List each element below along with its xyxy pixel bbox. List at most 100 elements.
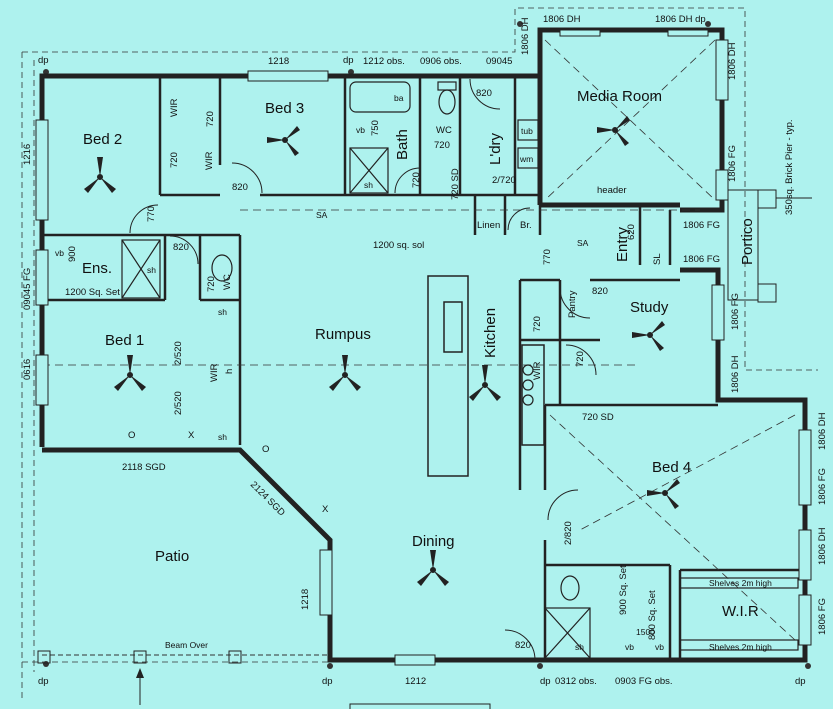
label-window-09045fg: 09045 FG — [22, 268, 33, 310]
room-bath: Bath — [394, 129, 411, 160]
label-sh-ens: sh — [147, 265, 156, 275]
label-door-720-bath: 720 — [411, 172, 422, 188]
label-dp-5: dp — [540, 676, 551, 687]
room-ensuite: Ens. — [82, 260, 112, 277]
label-sh-bed1-top: sh — [218, 307, 227, 317]
label-window-1806fg-a: 1806 FG — [683, 220, 720, 231]
label-o-1: O — [128, 430, 135, 441]
bathtub-icon — [349, 81, 411, 113]
pier-markers — [43, 21, 811, 669]
room-bed1: Bed 1 — [105, 332, 144, 349]
label-window-1806dh-study: 1806 DH — [730, 355, 741, 393]
label-2118-sgd: 2118 SGD — [122, 462, 166, 473]
room-labels: Bed 2 Bed 3 Bath L'dry Media Room Ens. B… — [82, 88, 759, 620]
label-door-720-study: 720 — [575, 351, 586, 367]
wm-box-icon — [517, 147, 539, 169]
room-study: Study — [630, 299, 669, 316]
label-dp-1: dp — [38, 55, 49, 66]
fixtures — [121, 81, 799, 659]
label-1200-sq-sol: 1200 sq. sol — [373, 240, 424, 251]
portico-structure — [727, 189, 812, 303]
annotations: dp dp dp dp dp dp 1806 DH 1806 DH dp 121… — [22, 14, 828, 687]
label-vb-bath: vb — [356, 125, 365, 135]
fan-icon — [114, 355, 146, 391]
room-bed4: Bed 4 — [652, 459, 691, 476]
label-wir-study: WIR — [532, 361, 543, 380]
label-window-1806dh-right: 1806 DH — [727, 42, 738, 80]
label-900: 900 — [67, 246, 78, 262]
patio-beam — [37, 650, 491, 709]
label-1218-dining: 1218 — [300, 589, 311, 610]
label-linen: Linen — [477, 220, 500, 231]
label-2-720: 2/720 — [492, 175, 516, 186]
label-door-720-b: 720 — [169, 152, 180, 168]
fan-icon — [417, 550, 449, 586]
label-vb-lower-2: vb — [655, 642, 664, 652]
label-shelves-top: Shelves 2m high — [709, 578, 772, 588]
label-window-1806fg-study: 1806 FG — [730, 293, 741, 330]
label-shelves-bottom: Shelves 2m high — [709, 642, 772, 652]
room-media: Media Room — [577, 88, 662, 105]
label-dp-4: dp — [322, 676, 333, 687]
label-door-770-entry: 770 — [542, 249, 553, 265]
fan-icon — [329, 355, 361, 391]
room-kitchen: Kitchen — [482, 308, 499, 358]
label-x-2: X — [322, 504, 329, 515]
label-window-0312obs: 0312 obs. — [555, 676, 597, 687]
label-1500: 1500 — [636, 627, 655, 637]
label-wc-ens: WC — [222, 274, 233, 290]
label-door-720-pantry: 720 — [532, 316, 543, 332]
room-entry: Entry — [614, 226, 631, 262]
label-door-820-ldry: 820 — [476, 88, 492, 99]
kitchen-island — [427, 275, 545, 477]
label-dp-3: dp — [38, 676, 49, 687]
room-portico: Portico — [739, 218, 756, 265]
label-750: 750 — [370, 120, 381, 136]
door-swings — [129, 78, 597, 661]
fan-icon — [469, 365, 501, 401]
label-sl: SL — [652, 253, 663, 265]
label-2-520-b: 2/520 — [173, 391, 184, 415]
room-rumpus: Rumpus — [315, 326, 371, 343]
label-window-1212obs: 1212 obs. — [363, 56, 405, 67]
label-sa-1: SA — [316, 210, 328, 220]
room-dining: Dining — [412, 533, 455, 550]
label-dp-6: dp — [795, 676, 806, 687]
label-window-1806dh-bed4b: 1806 DH — [817, 527, 828, 565]
label-window-09045: 09045 — [486, 56, 512, 67]
label-window-1806dh-bed4a: 1806 DH — [817, 412, 828, 450]
label-wir-bed2: WIR — [169, 98, 180, 117]
ensuite-toilet-icon — [211, 254, 233, 282]
label-900-sq-set: 900 Sq. Set — [618, 565, 629, 615]
label-window-1212: 1212 — [405, 676, 426, 687]
label-window-1216: 1216 — [22, 144, 33, 165]
label-door-620: 620 — [626, 224, 637, 240]
label-window-0906obs: 0906 obs. — [420, 56, 462, 67]
label-2-820: 2/820 — [563, 521, 574, 545]
label-wir-bed1: WIR — [209, 363, 220, 382]
label-1200-sq-set: 1200 Sq. Set — [65, 287, 120, 298]
room-bed2: Bed 2 — [83, 131, 122, 148]
label-window-1806fg-b: 1806 FG — [683, 254, 720, 265]
label-pier-note: 350sq. Brick Pier - typ. — [784, 119, 795, 215]
label-sh-lower: sh — [575, 642, 584, 652]
label-door-720-a: 720 — [205, 111, 216, 127]
ensuite-shower-icon — [121, 239, 161, 299]
label-door-820-study: 820 — [592, 286, 608, 297]
label-door-770: 770 — [146, 206, 157, 222]
label-vb-ens: vb — [55, 248, 64, 258]
tub-box-icon — [517, 119, 539, 141]
fan-icon — [84, 157, 116, 193]
label-dp-2: dp — [343, 55, 354, 66]
label-wir-bed3: WIR — [204, 151, 215, 170]
label-800-sq-set: 800 Sq. Set — [647, 590, 658, 640]
label-window-1806fg-bed4: 1806 FG — [817, 468, 828, 505]
fan-icon — [647, 479, 680, 509]
label-window-1218: 1218 — [268, 56, 289, 67]
label-sh-bed1-bottom: sh — [218, 432, 227, 442]
ceiling-fans — [84, 116, 680, 586]
label-720sd: 720 SD — [450, 168, 461, 200]
room-wir: W.I.R — [722, 603, 759, 620]
